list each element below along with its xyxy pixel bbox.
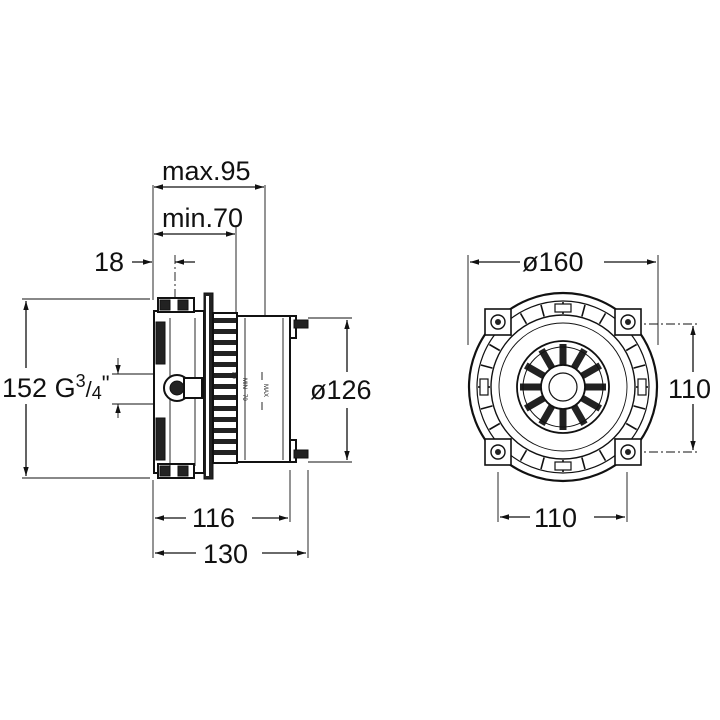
housing-rib-upper [155, 321, 166, 365]
hub-spoke [570, 348, 588, 370]
rim-slot [479, 378, 489, 396]
rib [214, 362, 236, 367]
bottom-tab-slot-right [177, 465, 189, 477]
rim-tick [625, 343, 638, 352]
stud-upper-pin [293, 319, 309, 329]
stud-lower-pin [293, 449, 309, 459]
label-152: 152 G3/4" [2, 371, 110, 403]
bottom-tab-slot-left [159, 465, 171, 477]
top-tab-slot-right [177, 299, 189, 311]
mid-ring-inner [498, 322, 628, 452]
inlet-core [169, 380, 185, 396]
rim-tick [581, 304, 586, 317]
hub-spoke [580, 394, 602, 412]
label-126: ø126 [310, 375, 372, 405]
label-18: 18 [94, 247, 124, 277]
hub [516, 340, 610, 434]
rim-tick [581, 457, 586, 470]
rim-tick [540, 457, 545, 470]
label-max: max.95 [162, 156, 251, 186]
rim-tick [519, 449, 528, 462]
label-min: min.70 [162, 203, 243, 233]
mark-80: 80 [230, 372, 236, 379]
rim-tick [480, 364, 493, 369]
hub-spoke [538, 348, 556, 370]
rib [214, 417, 236, 422]
rib [214, 329, 236, 334]
rib [214, 373, 236, 378]
flange-highlight [206, 296, 209, 476]
rib [214, 428, 236, 433]
label-130-backing [196, 536, 262, 568]
hub-spoke [570, 404, 588, 426]
rim-tick [519, 312, 528, 325]
corner-hole-core [625, 449, 631, 455]
hub-spoke [538, 404, 556, 426]
label-110-vertical: 110 [668, 374, 711, 404]
outer-ring-inner [476, 300, 650, 474]
corner-lug [614, 308, 642, 336]
ribbed-section [212, 312, 238, 464]
rib [214, 406, 236, 411]
rim-tick [540, 304, 545, 317]
label-110-horizontal: 110 [534, 503, 577, 533]
mark-max: MAX [262, 384, 268, 397]
rim-tick [633, 364, 646, 369]
housing-rib-lower [155, 417, 166, 461]
hub-bore [548, 372, 578, 402]
label-126-backing [308, 372, 388, 408]
corner-lug [484, 438, 512, 466]
rim-tick [488, 422, 501, 431]
rib-stack [214, 318, 236, 455]
top-tab-slot-left [159, 299, 171, 311]
corner-hole-core [495, 449, 501, 455]
label-110v-backing [666, 372, 720, 404]
rim-tick [598, 312, 607, 325]
label-160-backing [520, 244, 604, 276]
rim-slot [637, 378, 647, 396]
rib [214, 439, 236, 444]
label-130: 130 [203, 539, 248, 569]
front-view: ø160 110 110 [467, 244, 720, 533]
rib [214, 395, 236, 400]
inlet-stub [183, 377, 203, 399]
mid-ring [490, 314, 636, 460]
rim-tick [480, 405, 493, 410]
hub-spoke [524, 362, 546, 380]
housing-block [153, 297, 205, 479]
rib [214, 340, 236, 345]
hub-spoke [524, 394, 546, 412]
mark-min: MIN [241, 378, 247, 389]
corner-lugs [484, 308, 642, 466]
rim-slot [554, 303, 572, 313]
corner-hole-core [495, 319, 501, 325]
rib [214, 351, 236, 356]
rim-tick [625, 422, 638, 431]
rim-slot [554, 461, 572, 471]
rim-tick [633, 405, 646, 410]
hub-spoke [580, 362, 602, 380]
side-view: max.95 min.70 18 152 G3/4" ø126 116 130 [0, 156, 388, 569]
label-116-backing [186, 500, 252, 532]
rim-tick [488, 343, 501, 352]
rim-ticks [478, 302, 648, 472]
mark-70: 70 [241, 394, 247, 401]
label-110h-backing [530, 500, 594, 532]
corner-hole-core [625, 319, 631, 325]
main-body: MIN 70 80 MAX [230, 315, 291, 463]
rib [214, 384, 236, 389]
rib [214, 450, 236, 455]
rim-tick [598, 449, 607, 462]
label-160: ø160 [522, 247, 584, 277]
main-body-outline [236, 315, 291, 463]
rib [214, 318, 236, 323]
label-116: 116 [192, 503, 235, 533]
front-box [467, 291, 659, 483]
hub-ring [522, 346, 604, 428]
